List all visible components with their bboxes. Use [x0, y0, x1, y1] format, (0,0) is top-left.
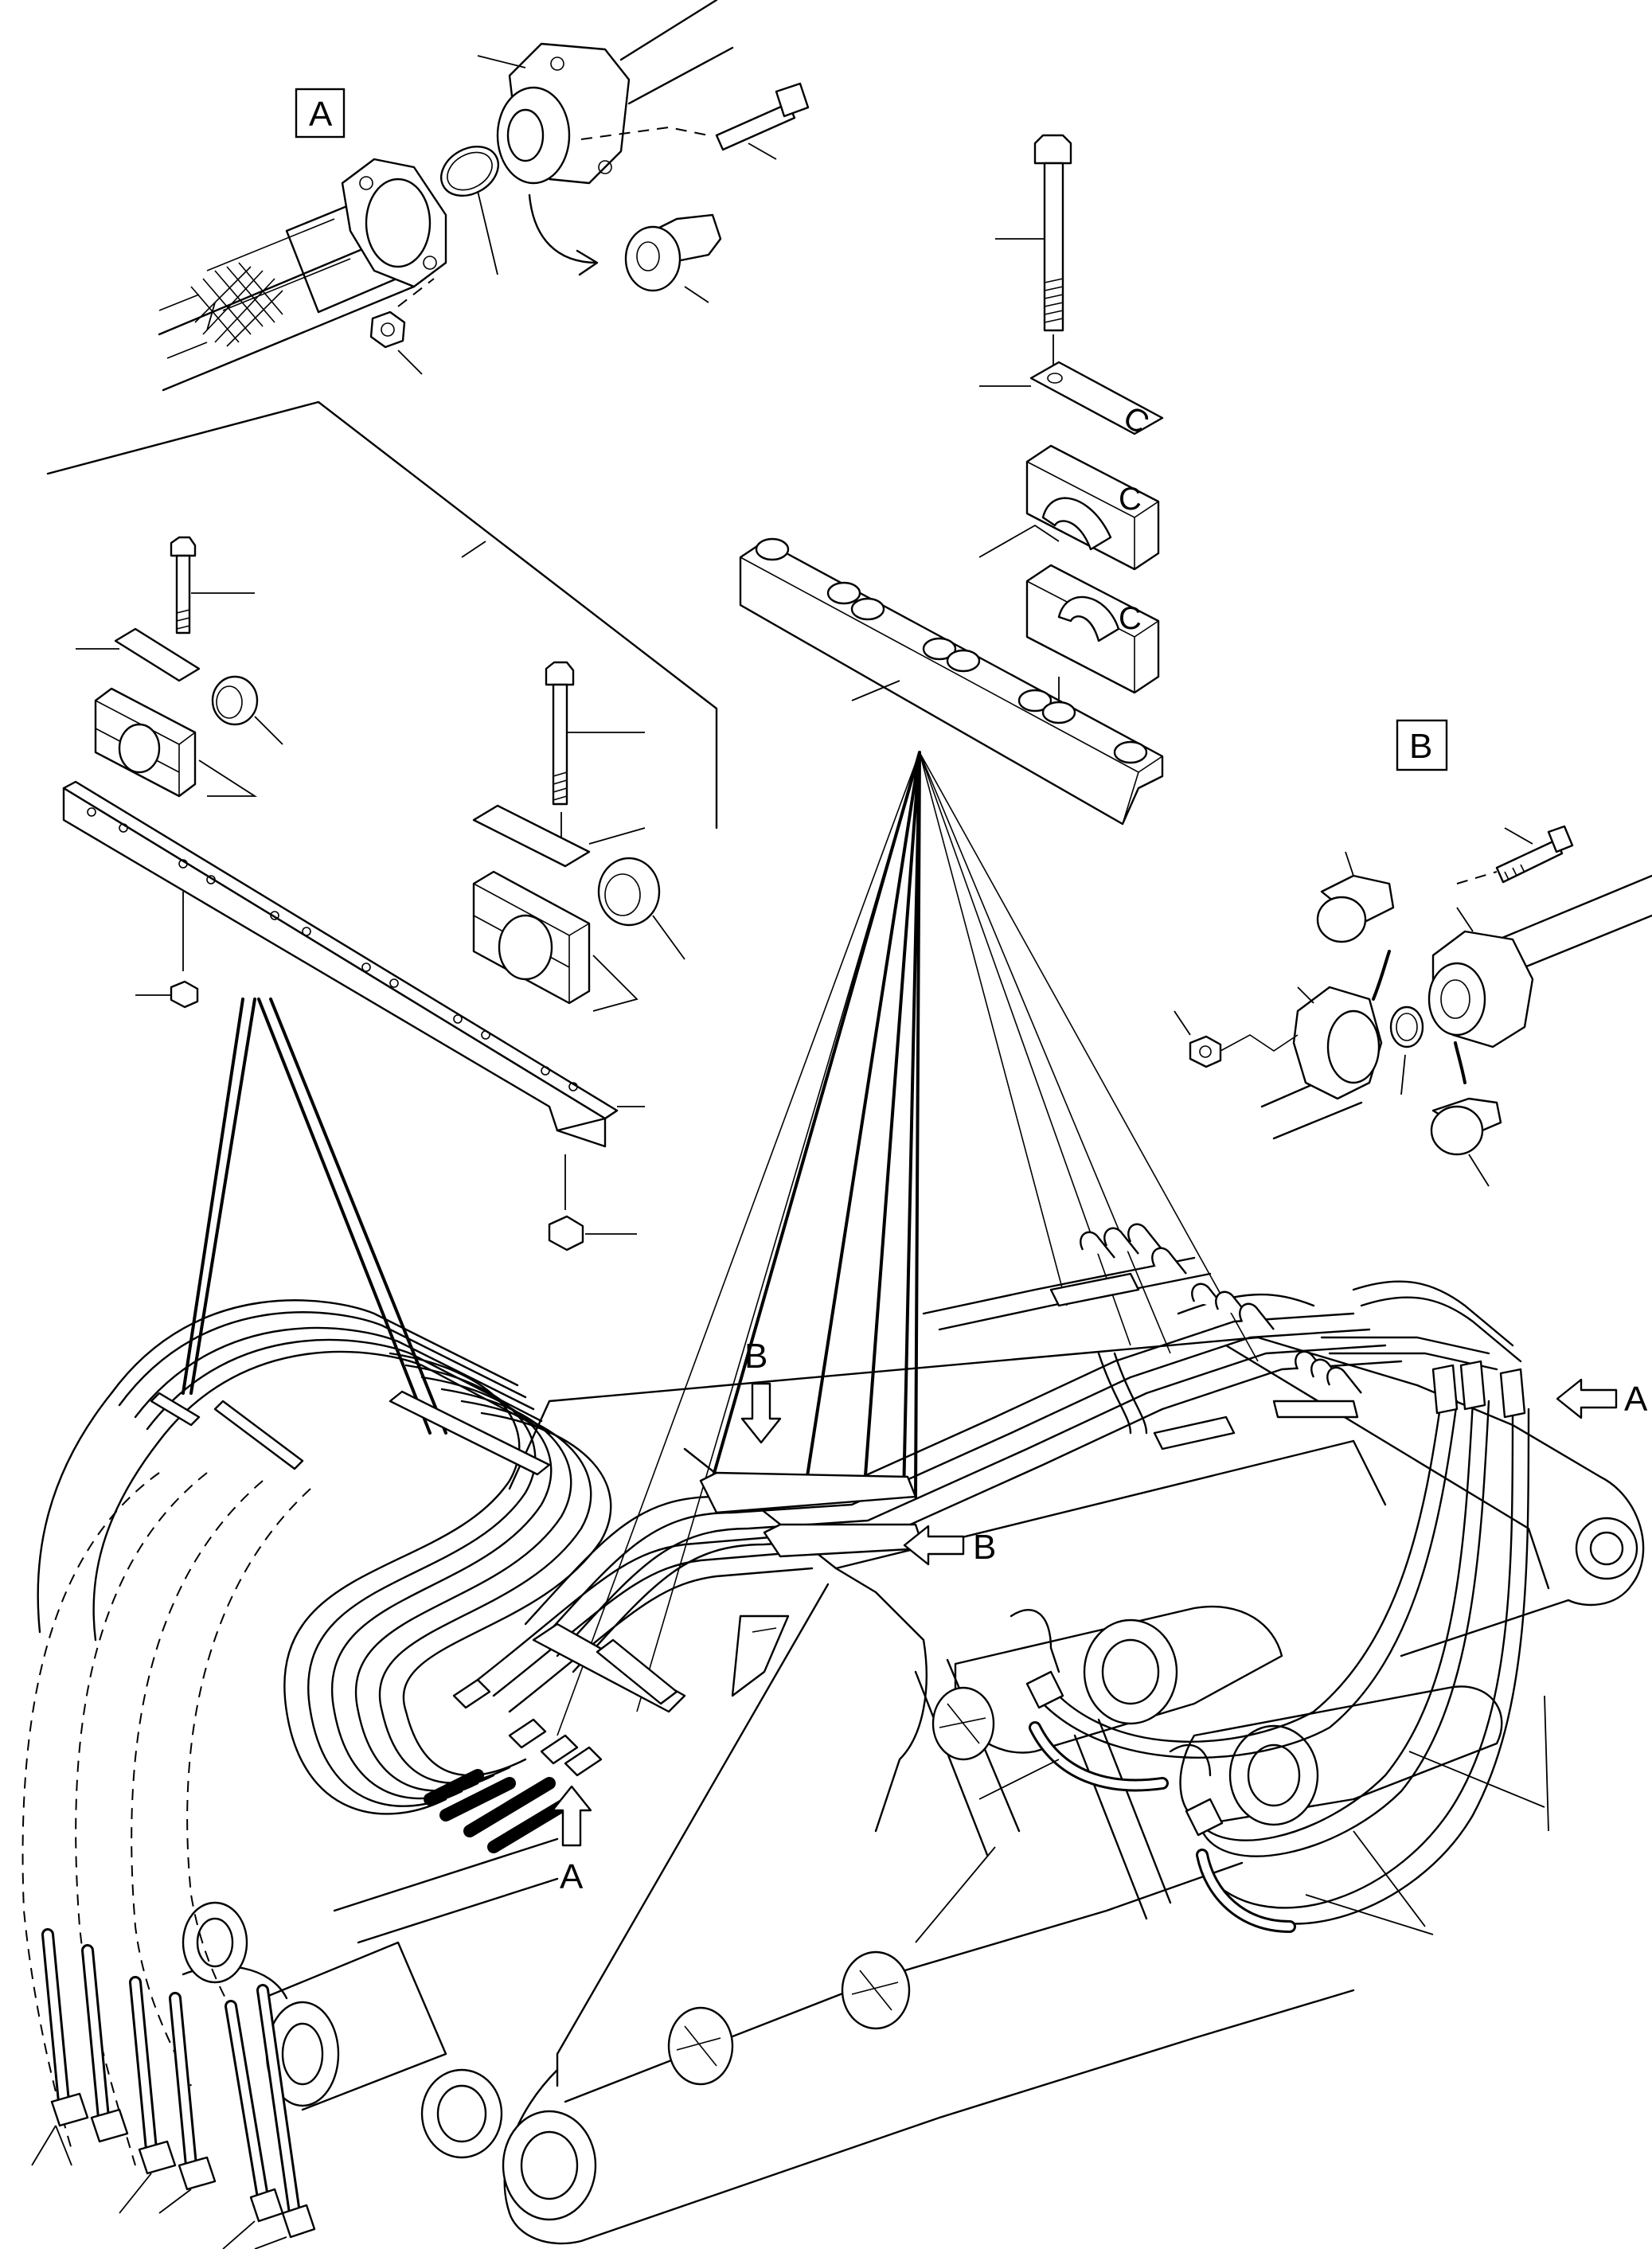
- pivot-pins: [420, 1686, 995, 2221]
- callout-a-right-label: A: [1624, 1380, 1648, 1419]
- arrow-down-icon: [740, 1382, 782, 1444]
- boom-assembly: [21, 1223, 1645, 2249]
- hose-bundle-right: [915, 1360, 1549, 1943]
- hose-bundle-lower-left: [31, 1928, 316, 2249]
- svg-text:C: C: [1119, 482, 1142, 517]
- callout-a-lower-label: A: [560, 1857, 584, 1896]
- arrow-left-icon: [1556, 1378, 1618, 1419]
- hose-bundle-left: [37, 1299, 612, 1815]
- detail-a-label-box: [295, 88, 346, 139]
- arrow-up-icon: [551, 1785, 592, 1847]
- detail-b-flange-assembly: B: [1174, 719, 1652, 1187]
- callout-b-upper-label: B: [744, 1337, 767, 1376]
- detail-b-label-box: [1396, 719, 1448, 771]
- detail-a-flange-assembly: A: [158, 0, 810, 392]
- callout-a-lower: A: [551, 1785, 592, 1896]
- rail-bolt-heads: [755, 537, 1148, 764]
- channel-holes: [87, 807, 578, 1091]
- callout-b-lower: B: [903, 1525, 996, 1567]
- callout-b-lower-label: B: [973, 1528, 996, 1567]
- callout-a-right: A: [1556, 1378, 1648, 1419]
- detail-pointer-lines: [182, 751, 1259, 1736]
- detail-a-label: A: [309, 95, 333, 134]
- svg-text:C: C: [1119, 601, 1142, 636]
- clamp-bolt-detail: C C C: [739, 134, 1164, 826]
- arrow-left-icon: [903, 1525, 965, 1566]
- curved-arrow-icon: [528, 193, 599, 276]
- left-clamp-assembly: [46, 400, 718, 1251]
- detail-b-label: B: [1409, 727, 1432, 766]
- hose-bundle-center: [424, 1223, 1522, 1853]
- callout-b-upper: B: [740, 1337, 782, 1444]
